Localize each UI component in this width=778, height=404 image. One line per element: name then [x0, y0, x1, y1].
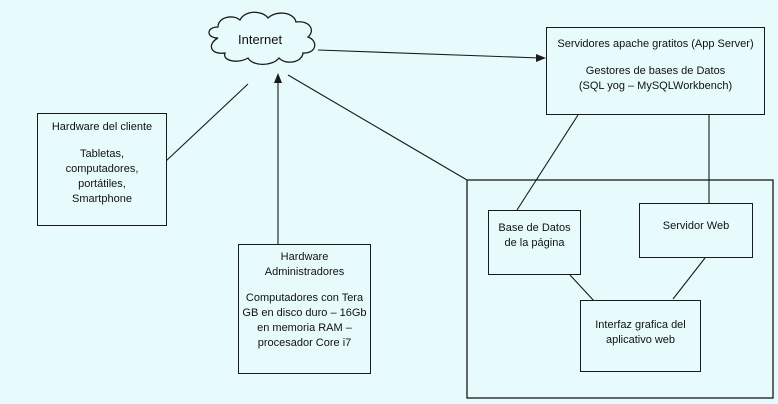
servers-to-database-line: [516, 114, 579, 211]
client-hardware-box: Hardware del cliente Tabletas, computado…: [37, 113, 167, 226]
database-label: Base de Datos: [498, 222, 571, 234]
admin-hardware-title: Hardware: [280, 251, 329, 263]
database-box: Base de Datos de la página: [488, 210, 581, 275]
client-hardware-title: Hardware del cliente: [51, 121, 153, 133]
admin-spec-line: procesador Core i7: [257, 337, 352, 349]
admin-to-cloud-arrowhead: [274, 73, 282, 83]
web-server-label: Servidor Web: [662, 220, 730, 232]
client-device-line: computadores,: [65, 163, 139, 175]
app-servers-box: Servidores apache gratitos (App Server) …: [546, 27, 765, 115]
admin-spec-line: GB en disco duro – 16Gb: [242, 307, 367, 319]
database-to-interface-line: [569, 274, 596, 303]
internet-label: Internet: [238, 32, 283, 47]
cloud-to-servers-line: [317, 49, 541, 59]
admin-hardware-title: Administradores: [264, 266, 345, 278]
db-managers-line: Gestores de bases de Datos: [585, 65, 726, 77]
internet-cloud: [208, 11, 316, 66]
interface-label: Interfaz grafica del: [595, 319, 686, 331]
client-device-line: Smartphone: [72, 193, 132, 205]
cloud-to-servers-arrowhead: [536, 54, 546, 62]
admin-spec-line: en memoria RAM –: [257, 322, 352, 334]
webserver-to-interface-line: [672, 257, 706, 300]
db-managers-tools: (SQL yog – MySQLWorkbench): [578, 80, 733, 92]
connector-lines: [165, 49, 710, 303]
cloud-to-client-line: [165, 83, 249, 162]
interface-box: Interfaz grafica del aplicativo web: [580, 300, 701, 372]
database-label: de la página: [504, 237, 565, 249]
server-group-container: [466, 179, 774, 399]
admin-spec-line: Computadores con Tera: [245, 292, 364, 304]
app-servers-title: Servidores apache gratitos (App Server): [557, 38, 754, 50]
admin-hardware-box: Hardware Administradores Computadores co…: [238, 244, 371, 374]
client-device-line: portátiles,: [78, 178, 126, 190]
client-device-line: Tabletas,: [79, 148, 125, 160]
interface-label: aplicativo web: [605, 334, 676, 346]
web-server-box: Servidor Web: [639, 203, 753, 258]
cloud-to-container-line: [287, 74, 468, 181]
